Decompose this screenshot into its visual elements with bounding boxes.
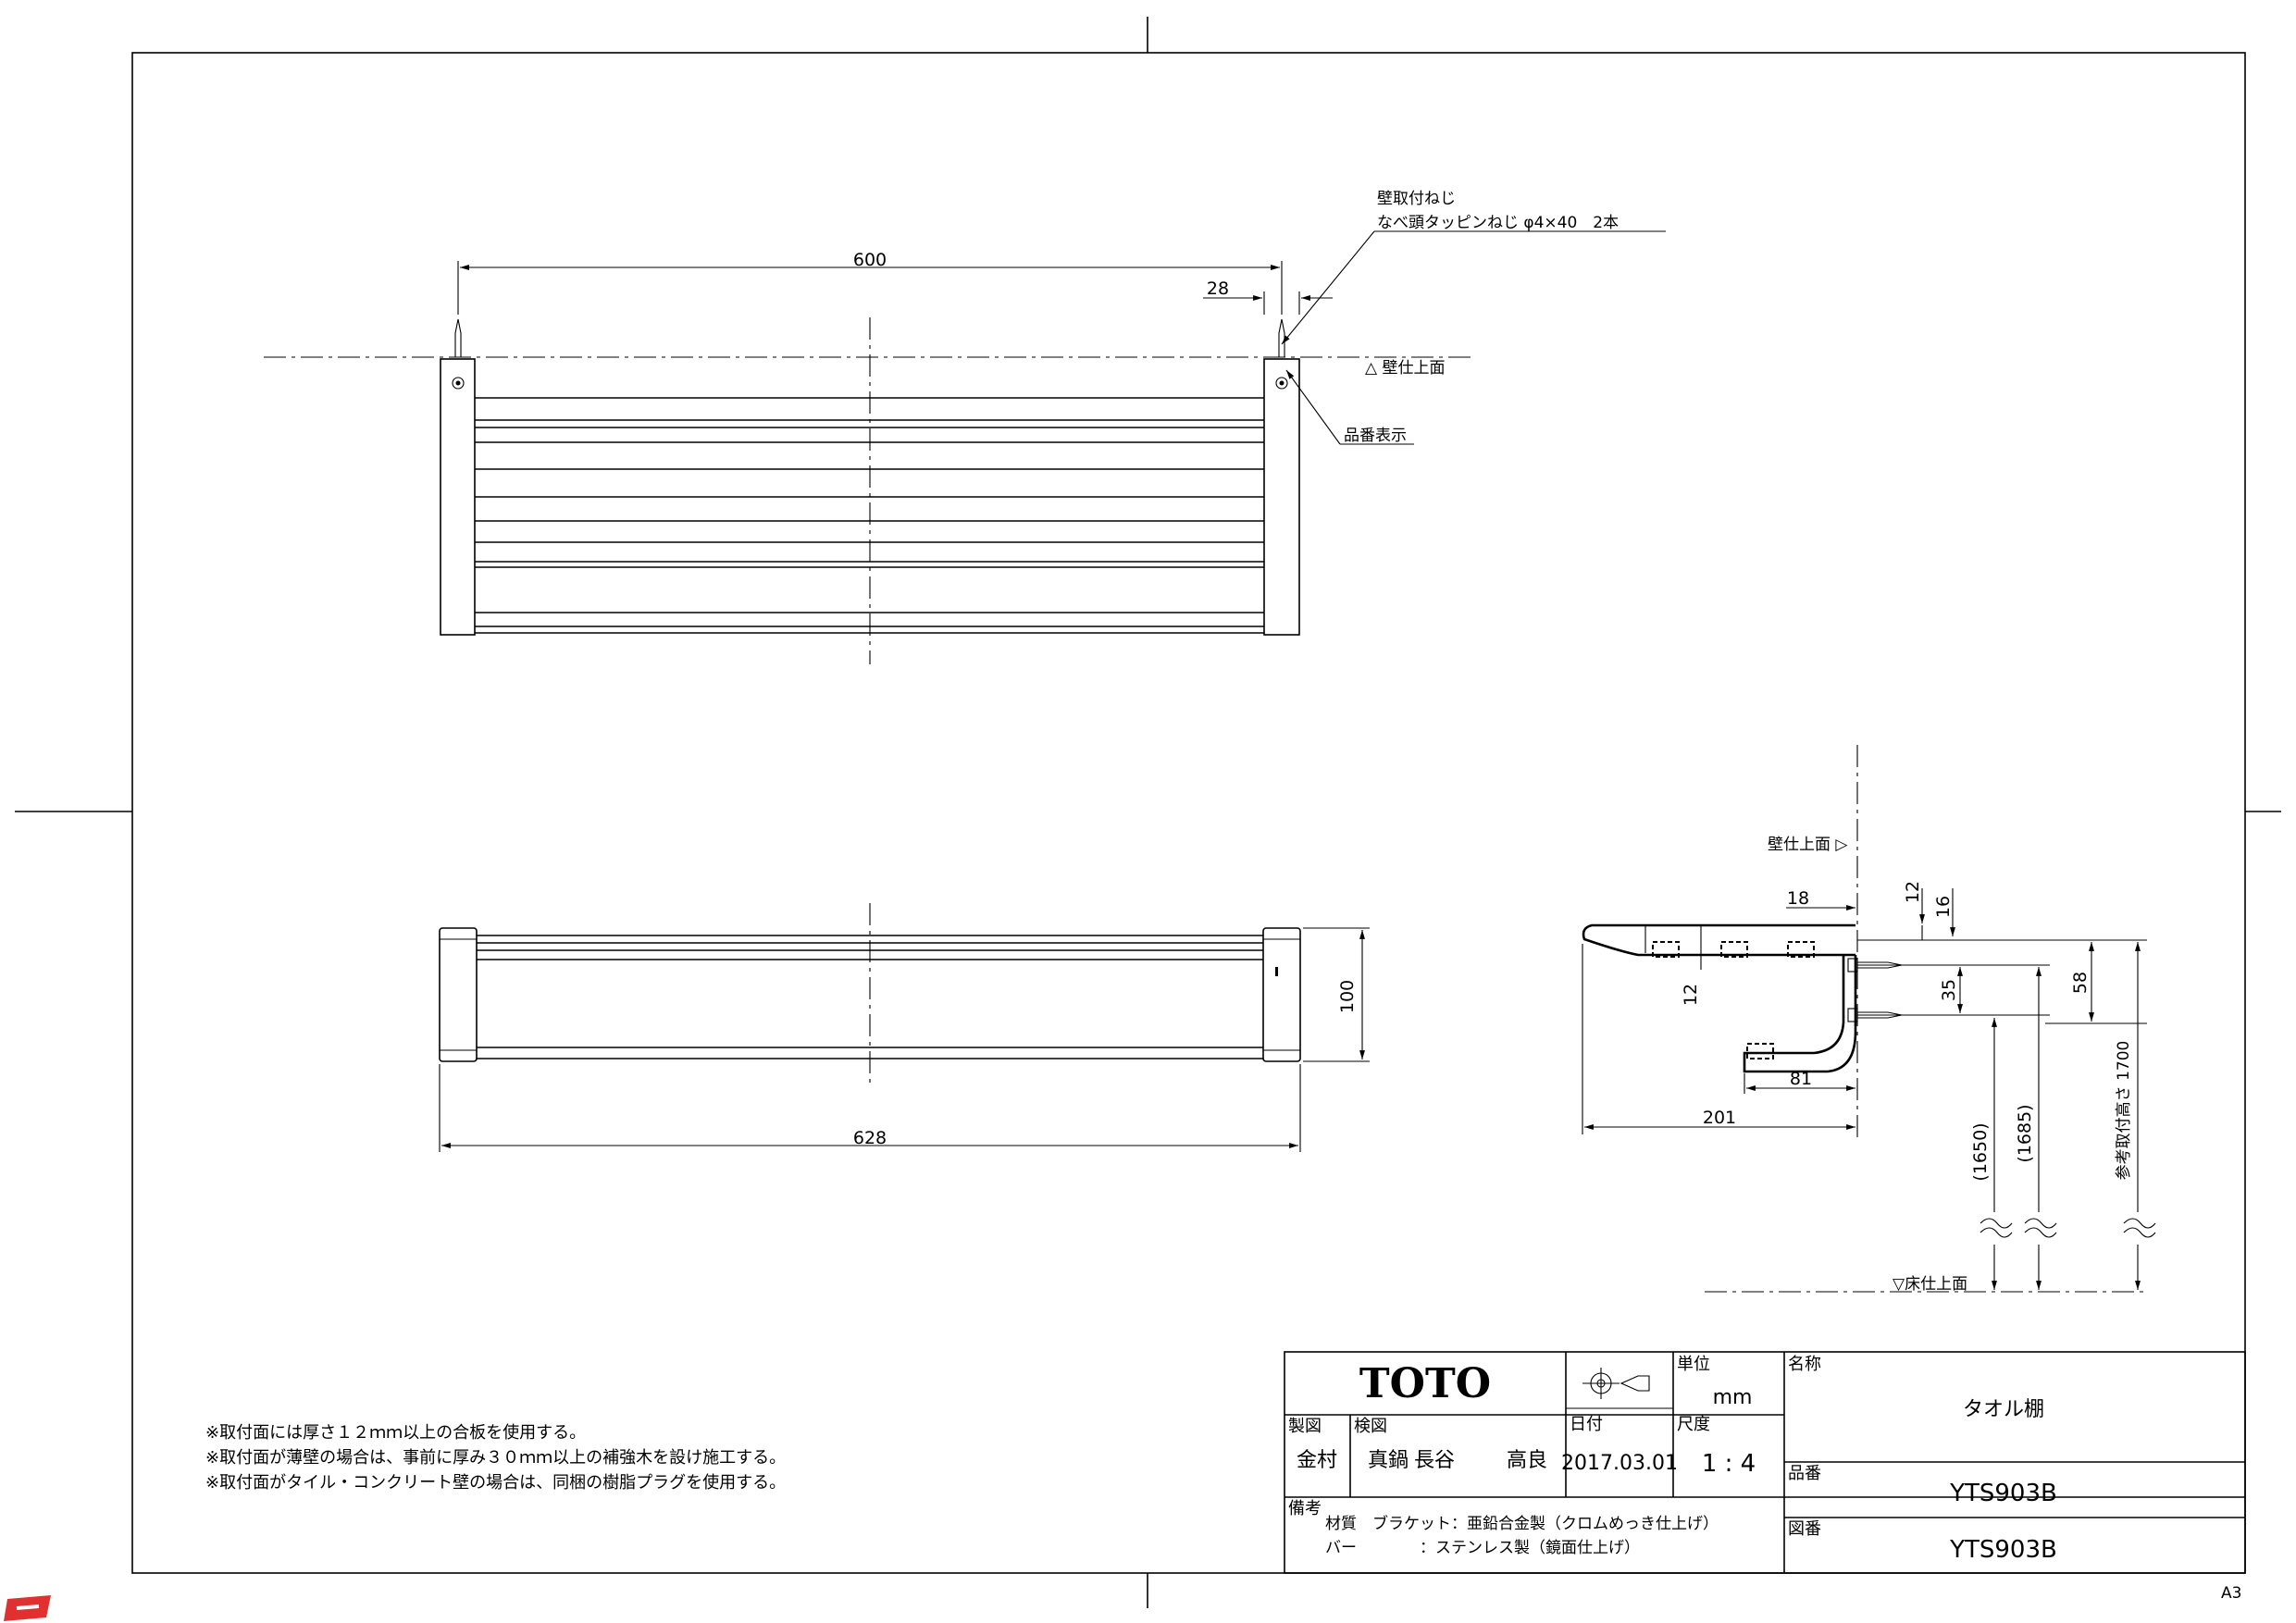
unit-label: 単位 — [1677, 1355, 1710, 1374]
screw-note-line2: なべ頭タッピンねじ φ4×40 2本 — [1377, 214, 1619, 232]
material-line1: 材質 ブラケット：亜鉛合金製（クロムめっき仕上げ） — [1325, 1514, 1719, 1533]
title-block: TOTO 単位 mm 名称 タオル棚 製図 金村 検図 真鍋 長谷 高良 日付 … — [1284, 1351, 2246, 1574]
drawing-value: YTS903B — [1949, 1536, 2057, 1564]
drawn-label: 製図 — [1288, 1417, 1322, 1436]
dim-201: 201 — [1703, 1108, 1736, 1128]
dim-1685: (1685) — [2015, 1104, 2035, 1162]
checked-value-2: 長谷 — [1414, 1449, 1455, 1472]
floor-surface-label: ▽床仕上面 — [1893, 1275, 1967, 1294]
dim-58: 58 — [2070, 972, 2091, 994]
wall-surface-label-side: 壁仕上面 ▷ — [1768, 836, 1848, 854]
notes: ※取付面には厚さ１２ｍｍ以上の合板を使用する。 ※取付面が薄壁の場合は、事前に厚… — [205, 1423, 786, 1493]
dim-12-left: 12 — [1681, 984, 1701, 1006]
note-1: ※取付面には厚さ１２ｍｍ以上の合板を使用する。 — [205, 1423, 586, 1443]
date-value: 2017.03.01 — [1561, 1452, 1678, 1475]
wall-surface-label-top: △ 壁仕上面 — [1365, 359, 1445, 378]
drawing-label: 図番 — [1788, 1519, 1821, 1539]
unit-value: mm — [1713, 1386, 1753, 1409]
drawing-frame — [131, 52, 2246, 1574]
centering-marks — [15, 17, 2281, 1608]
remarks-label: 備考 — [1288, 1499, 1322, 1518]
note-3: ※取付面がタイル・コンクリート壁の場合は、同梱の樹脂プラグを使用する。 — [205, 1473, 786, 1493]
screw-note-line1: 壁取付ねじ — [1377, 190, 1456, 208]
checked-value-3: 高良 — [1507, 1449, 1547, 1472]
material-line2: バー ：ステンレス製（鏡面仕上げ） — [1325, 1539, 1640, 1557]
dim-28: 28 — [1207, 279, 1229, 299]
scale-label: 尺度 — [1677, 1415, 1710, 1434]
corner-mark-icon — [4, 1595, 51, 1621]
name-label: 名称 — [1788, 1355, 1821, 1374]
dim-35: 35 — [1939, 979, 1959, 1001]
top-view: 600 28 壁取付ねじ なべ頭タッピンねじ φ4×40 2本 △ 壁仕上面 品… — [264, 190, 1666, 664]
toto-logo: TOTO — [1359, 1360, 1491, 1407]
side-view: 壁仕上面 ▷ ▽床仕上面 18 12 16 12 35 58 81 201 — [1582, 745, 2156, 1294]
dim-1650: (1650) — [1970, 1122, 1991, 1181]
date-label: 日付 — [1570, 1415, 1603, 1434]
checked-label: 検図 — [1354, 1417, 1387, 1436]
dim-1700: 参考取付高さ 1700 — [2115, 1041, 2133, 1181]
dim-81: 81 — [1790, 1069, 1812, 1089]
product-value: YTS903B — [1949, 1480, 2057, 1507]
dim-12-top: 12 — [1903, 881, 1923, 903]
dim-100: 100 — [1337, 980, 1358, 1013]
name-value: タオル棚 — [1963, 1398, 2044, 1421]
dim-600: 600 — [853, 250, 887, 270]
note-2: ※取付面が薄壁の場合は、事前に厚み３０ｍｍ以上の補強木を設け施工する。 — [205, 1448, 786, 1468]
scale-value: 1 : 4 — [1702, 1450, 1756, 1478]
drawn-value: 金村 — [1297, 1449, 1337, 1472]
product-label: 品番 — [1788, 1464, 1821, 1483]
projection-symbol — [1582, 1368, 1650, 1399]
dim-18: 18 — [1787, 888, 1809, 909]
dim-16: 16 — [1933, 896, 1954, 918]
checked-value-1: 真鍋 — [1368, 1449, 1409, 1472]
product-number-label: 品番表示 — [1344, 427, 1407, 445]
paper-size: A3 — [2221, 1584, 2241, 1603]
front-view: 100 628 — [439, 903, 1370, 1152]
dim-628: 628 — [853, 1128, 887, 1148]
